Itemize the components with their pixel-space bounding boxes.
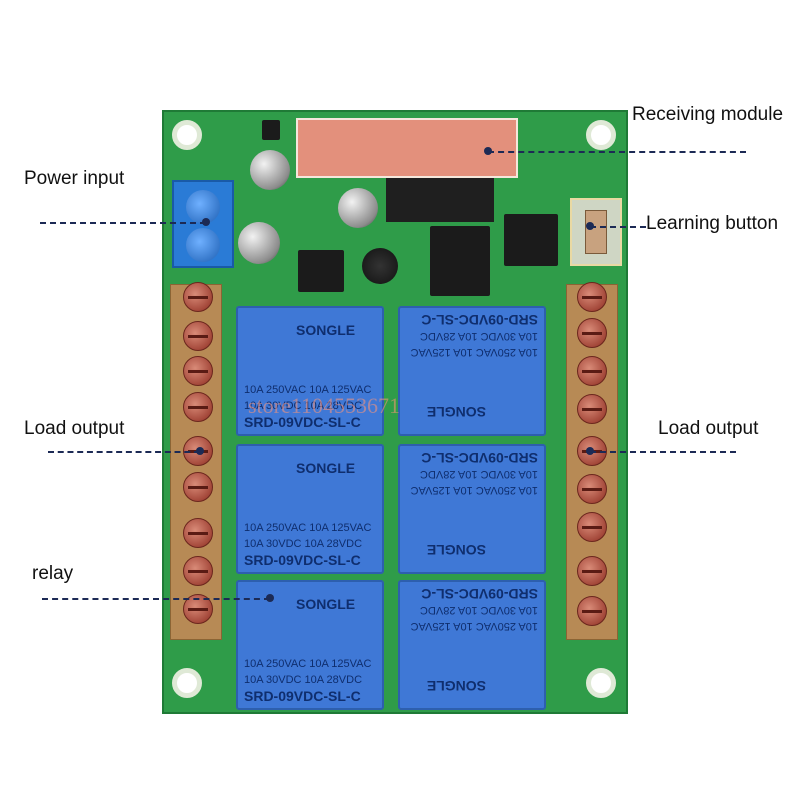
relay-model: SRD-09VDC-SL-C xyxy=(244,688,361,704)
leader-line-receiving-module xyxy=(488,151,746,153)
terminal-screw xyxy=(183,321,213,351)
terminal-screw xyxy=(577,474,607,504)
mounting-hole xyxy=(172,668,202,698)
relay-model: SRD-09VDC-SL-C xyxy=(421,450,538,466)
terminal-screw xyxy=(183,356,213,386)
relay: SONGLE 10A 250VAC 10A 125VAC 10A 30VDC 1… xyxy=(236,306,384,436)
leader-line-relay xyxy=(42,598,270,600)
terminal-screw xyxy=(577,356,607,386)
mounting-hole xyxy=(586,668,616,698)
leader-dot xyxy=(484,147,492,155)
learning-button[interactable] xyxy=(585,210,607,254)
relay-model: SRD-09VDC-SL-C xyxy=(244,552,361,568)
label-power-input: Power input xyxy=(24,168,125,189)
relay-rating: 10A 250VAC 10A 125VAC xyxy=(244,522,372,534)
leader-line-load-output-right xyxy=(590,451,736,453)
module-antenna-block xyxy=(386,178,494,222)
label-relay: relay xyxy=(32,563,74,584)
terminal-screw xyxy=(183,472,213,502)
relay-model: SRD-09VDC-SL-C xyxy=(244,414,361,430)
ic-chip xyxy=(298,250,344,292)
leader-dot xyxy=(586,447,594,455)
leader-dot xyxy=(202,218,210,226)
terminal-screw xyxy=(577,282,607,312)
leader-line-load-output-left xyxy=(48,451,200,453)
label-load-output-left: Load output xyxy=(24,418,125,439)
relay-rating: 10A 30VDC 10A 28VDC xyxy=(419,468,538,480)
relay: SONGLE 10A 250VAC 10A 125VAC 10A 30VDC 1… xyxy=(398,580,546,710)
inductor xyxy=(362,248,398,284)
mounting-hole xyxy=(586,120,616,150)
relay: SONGLE 10A 250VAC 10A 125VAC 10A 30VDC 1… xyxy=(398,306,546,436)
label-learning-button: Learning button xyxy=(646,213,779,234)
ic-chip xyxy=(262,120,280,140)
relay-rating: 10A 250VAC 10A 125VAC xyxy=(410,346,538,358)
relay-brand: SONGLE xyxy=(296,460,356,476)
leader-line-learning-button xyxy=(590,226,646,228)
watermark: store1104553671 xyxy=(248,393,400,418)
terminal-screw xyxy=(577,318,607,348)
relay-rating: 10A 250VAC 10A 125VAC xyxy=(244,658,372,670)
relay-rating: 10A 30VDC 10A 28VDC xyxy=(419,604,538,616)
relay-rating: 10A 30VDC 10A 28VDC xyxy=(244,674,363,686)
label-receiving-module: Receiving module xyxy=(632,104,784,125)
capacitor xyxy=(238,222,280,264)
power-screw xyxy=(186,228,220,262)
leader-dot xyxy=(196,447,204,455)
terminal-screw xyxy=(577,556,607,586)
ic-chip xyxy=(430,226,490,296)
terminal-screw xyxy=(183,518,213,548)
relay-brand: SONGLE xyxy=(426,542,486,558)
relay-rating: 10A 250VAC 10A 125VAC xyxy=(410,484,538,496)
relay: SONGLE 10A 250VAC 10A 125VAC 10A 30VDC 1… xyxy=(236,580,384,710)
leader-dot xyxy=(266,594,274,602)
relay-brand: SONGLE xyxy=(296,322,356,338)
relay-rating: 10A 250VAC 10A 125VAC xyxy=(244,384,372,396)
relay-brand: SONGLE xyxy=(426,404,486,420)
relay-brand: SONGLE xyxy=(426,678,486,694)
receiving-module xyxy=(296,118,518,178)
relay-rating: 10A 30VDC 10A 28VDC xyxy=(244,538,363,550)
terminal-screw xyxy=(183,556,213,586)
relay-rating: 10A 30VDC 10A 28VDC xyxy=(244,400,363,412)
capacitor xyxy=(250,150,290,190)
relay-model: SRD-09VDC-SL-C xyxy=(421,312,538,328)
capacitor xyxy=(338,188,378,228)
terminal-screw xyxy=(577,596,607,626)
terminal-screw xyxy=(183,282,213,312)
relay-brand: SONGLE xyxy=(296,596,356,612)
terminal-screw xyxy=(183,392,213,422)
mounting-hole xyxy=(172,120,202,150)
terminal-screw xyxy=(577,512,607,542)
relay: SONGLE 10A 250VAC 10A 125VAC 10A 30VDC 1… xyxy=(398,444,546,574)
terminal-screw xyxy=(577,394,607,424)
label-load-output-right: Load output xyxy=(658,418,759,439)
relay-rating: 10A 30VDC 10A 28VDC xyxy=(419,330,538,342)
ic-chip xyxy=(504,214,558,266)
relay-model: SRD-09VDC-SL-C xyxy=(421,586,538,602)
relay: SONGLE 10A 250VAC 10A 125VAC 10A 30VDC 1… xyxy=(236,444,384,574)
leader-dot xyxy=(586,222,594,230)
relay-rating: 10A 250VAC 10A 125VAC xyxy=(410,620,538,632)
leader-line-power-input xyxy=(40,222,206,224)
